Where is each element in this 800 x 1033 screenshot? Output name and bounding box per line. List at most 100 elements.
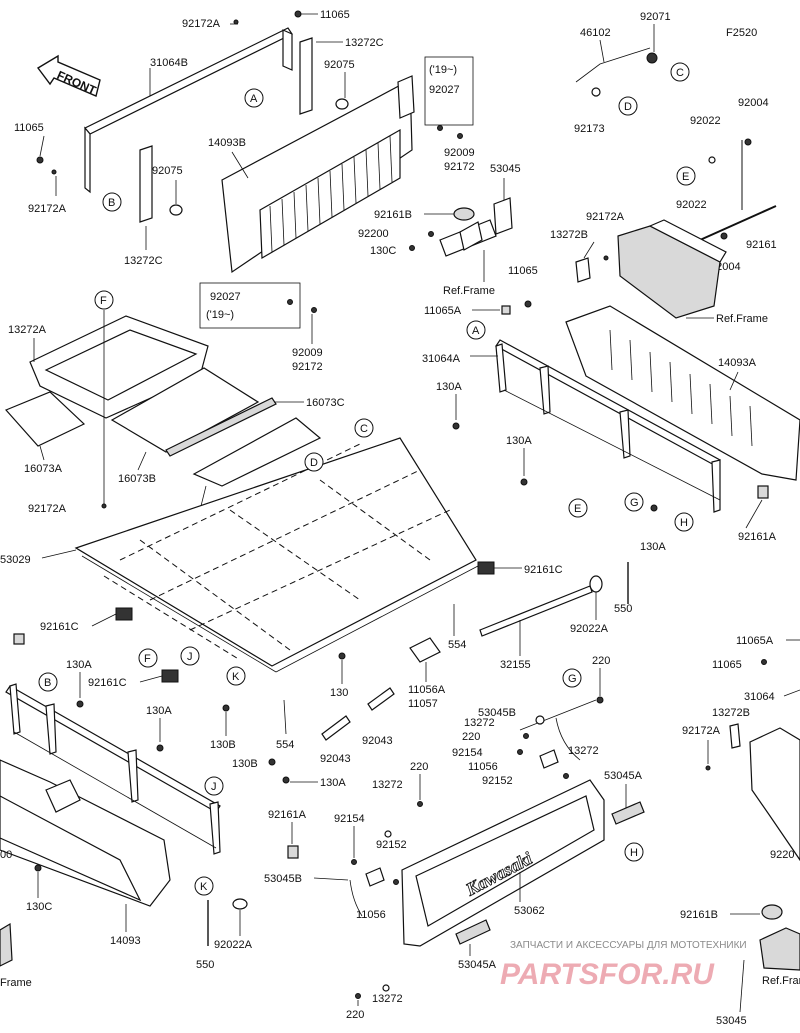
callout-h-1: H bbox=[674, 512, 694, 532]
label-92152-a: 92152 bbox=[482, 775, 513, 787]
side-rail-left bbox=[5, 683, 221, 855]
side-rail-31064b bbox=[84, 27, 293, 194]
bracket-13272b-top bbox=[575, 257, 591, 283]
bumper-92161c-b bbox=[161, 669, 179, 683]
label-92022-b: 92022 bbox=[676, 199, 707, 211]
label-92172a-right: 92172A bbox=[586, 211, 625, 223]
bolt-130c-top bbox=[409, 245, 415, 251]
nut-92004-a bbox=[744, 138, 752, 146]
label-13272c-top: 13272C bbox=[345, 37, 384, 49]
label-92043-a: 92043 bbox=[320, 753, 351, 765]
label-16073a: 16073A bbox=[24, 463, 63, 475]
svg-text:G: G bbox=[568, 673, 577, 685]
bolt-92172a-b bbox=[51, 169, 57, 175]
side-panel-right-lower bbox=[749, 727, 800, 862]
nut-11065-right bbox=[524, 300, 532, 308]
bumper-92161b-br bbox=[761, 904, 783, 920]
callout-a-1: A bbox=[244, 88, 264, 108]
label-92154-b: 92154 bbox=[334, 813, 365, 825]
label-92173: 92173 bbox=[574, 123, 605, 135]
side-rail-31064a bbox=[495, 339, 721, 513]
link-13272-d bbox=[382, 984, 390, 992]
nut-92200-top bbox=[428, 231, 434, 237]
label-92172-bottom: 92172 bbox=[292, 361, 323, 373]
bumper-left-top bbox=[13, 633, 25, 645]
label-14093b: 14093B bbox=[208, 137, 246, 149]
bolt-130-center bbox=[338, 652, 346, 660]
screw-92154-b bbox=[351, 859, 357, 865]
svg-text:F: F bbox=[100, 295, 107, 307]
label-130a-l3: 130A bbox=[320, 777, 346, 789]
label-92027-top: 92027 bbox=[429, 84, 460, 96]
callout-h-2: H bbox=[624, 842, 644, 862]
label-92022a-right: 92022A bbox=[570, 623, 609, 635]
bolt-92172a-br bbox=[705, 765, 711, 771]
frame-piece-left bbox=[0, 922, 13, 967]
label-53062: 53062 bbox=[514, 905, 545, 917]
label-220-top: 220 bbox=[592, 655, 610, 667]
bumper-92161c-c bbox=[477, 561, 495, 575]
label-13272b-br: 13272B bbox=[712, 707, 750, 719]
svg-text:E: E bbox=[682, 171, 689, 183]
label-11065-top: 11065 bbox=[320, 9, 350, 21]
label-11056a: 11056A bbox=[408, 684, 446, 696]
svg-text:B: B bbox=[44, 677, 51, 689]
label-92075-left: 92075 bbox=[152, 165, 183, 177]
label-92161c-c: 92161C bbox=[524, 564, 563, 576]
clip-11056-a bbox=[539, 749, 559, 769]
bolt-130c-left bbox=[34, 864, 42, 872]
bumper-92161a-right bbox=[757, 485, 769, 499]
callout-b-2: B bbox=[38, 672, 58, 692]
label-53029: 53029 bbox=[0, 554, 31, 566]
bolt-220-lower bbox=[417, 801, 423, 807]
label-92161c-b: 92161C bbox=[88, 677, 127, 689]
washer-92022-a bbox=[708, 156, 716, 164]
spacer-92043-b bbox=[367, 687, 395, 711]
bumper-92161c-a bbox=[115, 607, 133, 621]
label-53045-br: 53045 bbox=[716, 1015, 747, 1027]
label-92043-b: 92043 bbox=[362, 735, 393, 747]
svg-text:J: J bbox=[187, 651, 193, 663]
bolt-130a-r3 bbox=[650, 504, 658, 512]
label-16073c: 16073C bbox=[306, 397, 345, 409]
label-550-right: 550 bbox=[614, 603, 632, 615]
bolt-130a-r2 bbox=[520, 478, 528, 486]
svg-text:F: F bbox=[144, 653, 151, 665]
ref-frame-right: Ref.Frame bbox=[716, 313, 768, 325]
rod-92161 bbox=[699, 140, 777, 241]
label-220-bottom: 220 bbox=[346, 1009, 364, 1021]
bolt-92172a-a bbox=[233, 19, 239, 25]
handle-53045a-bottom bbox=[455, 919, 491, 945]
callout-j-2: J bbox=[204, 776, 224, 796]
label-46102: 46102 bbox=[580, 27, 611, 39]
callout-g-2: G bbox=[562, 668, 582, 688]
grommet-92075-a bbox=[335, 98, 349, 110]
year-note-bottom: ('19~) bbox=[206, 309, 234, 321]
svg-text:B: B bbox=[108, 197, 115, 209]
label-92172a-br: 92172A bbox=[682, 725, 721, 737]
bolt-92009-top bbox=[457, 133, 463, 139]
label-92027-bottom: 92027 bbox=[210, 291, 241, 303]
svg-text:D: D bbox=[624, 101, 632, 113]
label-53045b-lower: 53045B bbox=[264, 873, 302, 885]
label-130a-l2: 130A bbox=[146, 705, 172, 717]
front-panel-14093b bbox=[221, 75, 415, 274]
nut-92004-b bbox=[720, 232, 728, 240]
label-11056-a: 11056 bbox=[468, 761, 498, 773]
washer-92022a-left bbox=[232, 898, 248, 910]
label-31064b: 31064B bbox=[150, 57, 188, 69]
svg-text:G: G bbox=[630, 497, 639, 509]
label-92154-a: 92154 bbox=[452, 747, 483, 759]
label-53045-top: 53045 bbox=[490, 163, 521, 175]
rod-32155 bbox=[479, 585, 593, 637]
label-92152-b: 92152 bbox=[376, 839, 407, 851]
svg-text:E: E bbox=[574, 503, 581, 515]
callout-f-2: F bbox=[138, 648, 158, 668]
strip-16073c bbox=[165, 397, 277, 457]
year-note-top: ('19~) bbox=[429, 64, 457, 76]
label-92075-top: 92075 bbox=[324, 59, 355, 71]
mat-16073 bbox=[192, 417, 322, 487]
label-9220: 9220 bbox=[770, 849, 794, 861]
callout-d-2: D bbox=[304, 452, 324, 472]
